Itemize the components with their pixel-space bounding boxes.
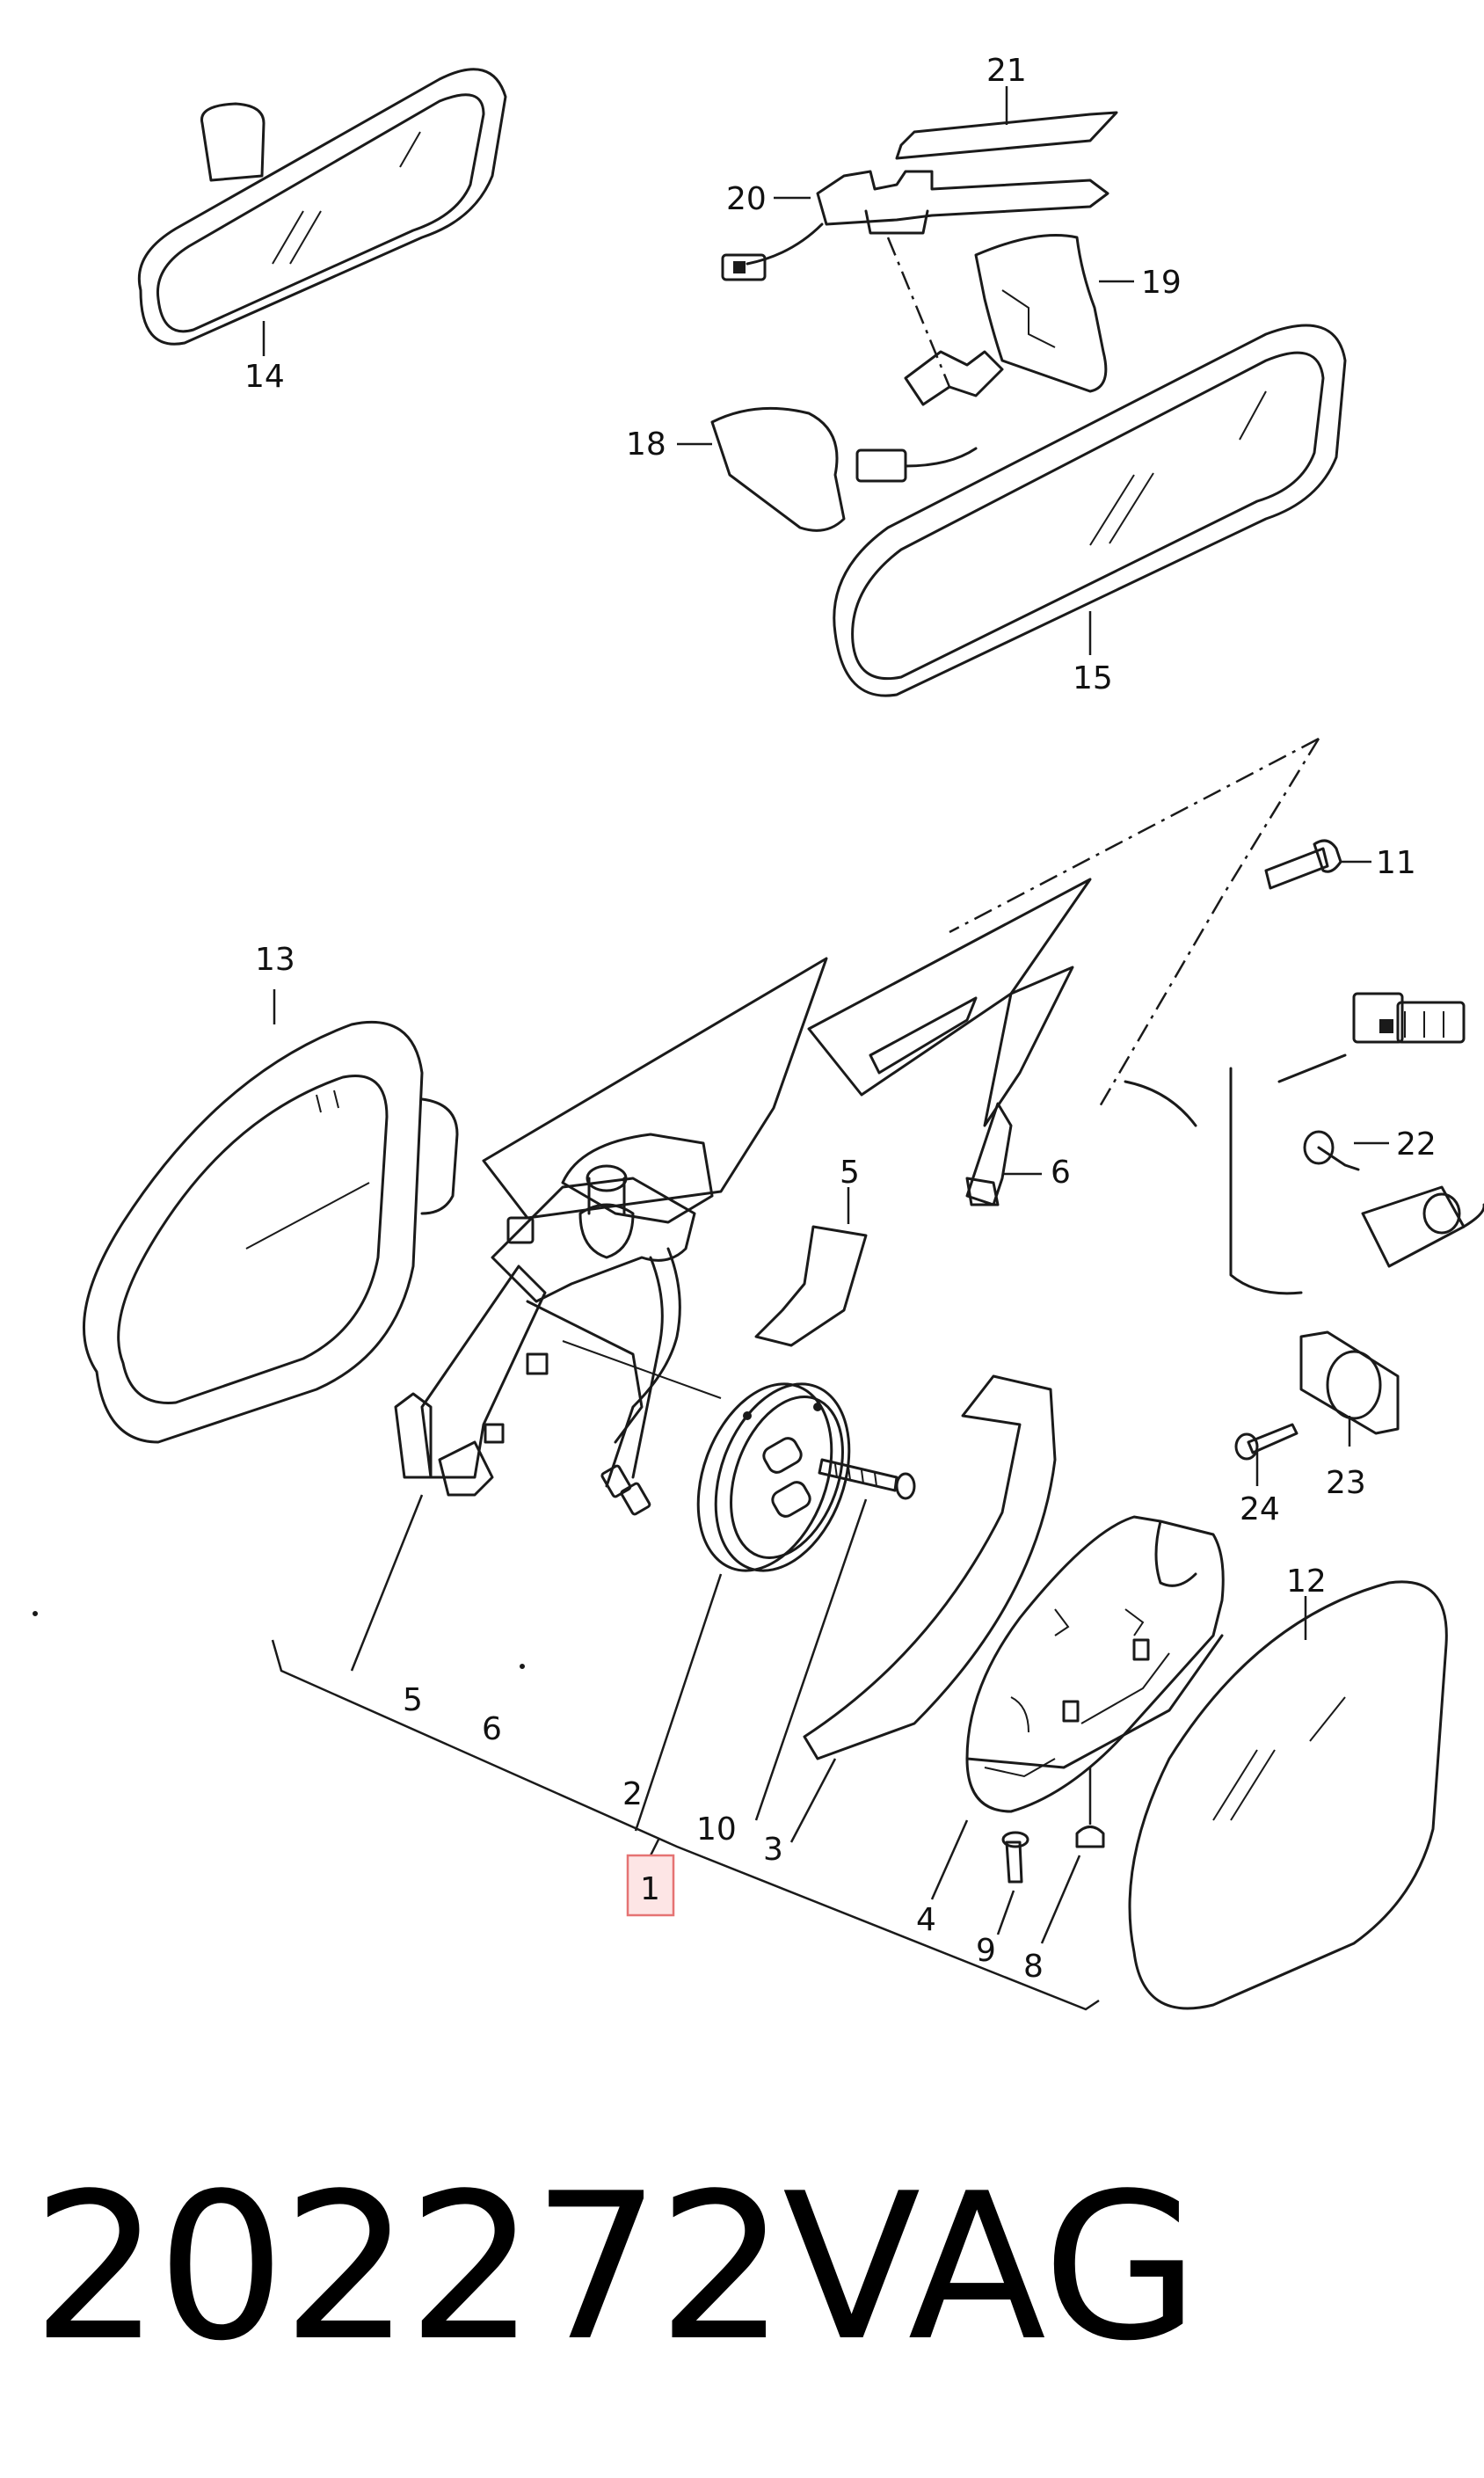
callout-23: 23 [1326,1465,1366,1501]
callout-2: 2 [622,1776,643,1812]
part-20-mirror-bracket [721,170,1109,281]
callout-5-lower: 5 [403,1682,423,1718]
part-13-mirror-glass [82,989,459,1444]
callout-18: 18 [626,426,666,463]
part-15-interior-mirror-large [833,324,1347,697]
part-5-trim-piece [754,1187,868,1347]
part-number-text: 202272 [32,2151,786,2386]
mirror-housing-base [394,1133,722,1516]
callout-8: 8 [1023,1949,1044,1985]
part-3-trim-strip [803,1374,1057,1760]
callout-15: 15 [1073,660,1113,696]
part-6-wedge [965,1102,1042,1206]
part-14-interior-mirror [137,68,507,356]
callout-6-lower: 6 [482,1711,502,1747]
part-23-gasket-plate [1299,1330,1400,1447]
callout-10: 10 [696,1811,737,1848]
callout-22: 22 [1396,1126,1437,1162]
callout-13: 13 [255,942,295,978]
callout-4: 4 [916,1902,936,1938]
part-21-cover-strip [895,86,1118,160]
part-10-screw [818,1458,916,1500]
callout-11: 11 [1376,845,1416,881]
callout-9: 9 [976,1933,996,1969]
part-22-bulb [1303,1130,1484,1268]
part-8-clip [1040,1767,1105,1944]
part-2-motor-drive [696,1382,851,1572]
callout-labels: 1 2 3 4 5 5 6 6 8 9 10 11 12 13 14 15 18… [244,53,1437,1985]
part-11-bolt [1264,839,1371,890]
part-18-cover-lower [677,350,1004,532]
callout-1-highlight [626,1854,675,1917]
brand-text: VAG [782,2151,1200,2386]
callout-6-upper: 6 [1051,1155,1071,1191]
part-24-screw [1234,1423,1298,1486]
callout-14: 14 [244,359,285,395]
callout-20: 20 [726,181,767,217]
callout-12: 12 [1286,1563,1327,1600]
door-mount-panel [482,878,1092,1220]
part-4-housing-cover [930,1515,1225,1900]
part-12-mirror-glass [1128,1580,1448,2010]
part-9-screw [996,1831,1029,1935]
callout-5-upper: 5 [840,1155,860,1191]
wiring-harness [1124,992,1466,1295]
callout-1: 1 [640,1871,660,1907]
callout-24: 24 [1240,1491,1280,1527]
callout-21: 21 [986,53,1027,89]
part-19-mount-cover [974,234,1134,393]
callout-3: 3 [763,1832,783,1868]
assembly-bracket-lines [33,1494,1100,2011]
callout-19: 19 [1141,265,1182,301]
